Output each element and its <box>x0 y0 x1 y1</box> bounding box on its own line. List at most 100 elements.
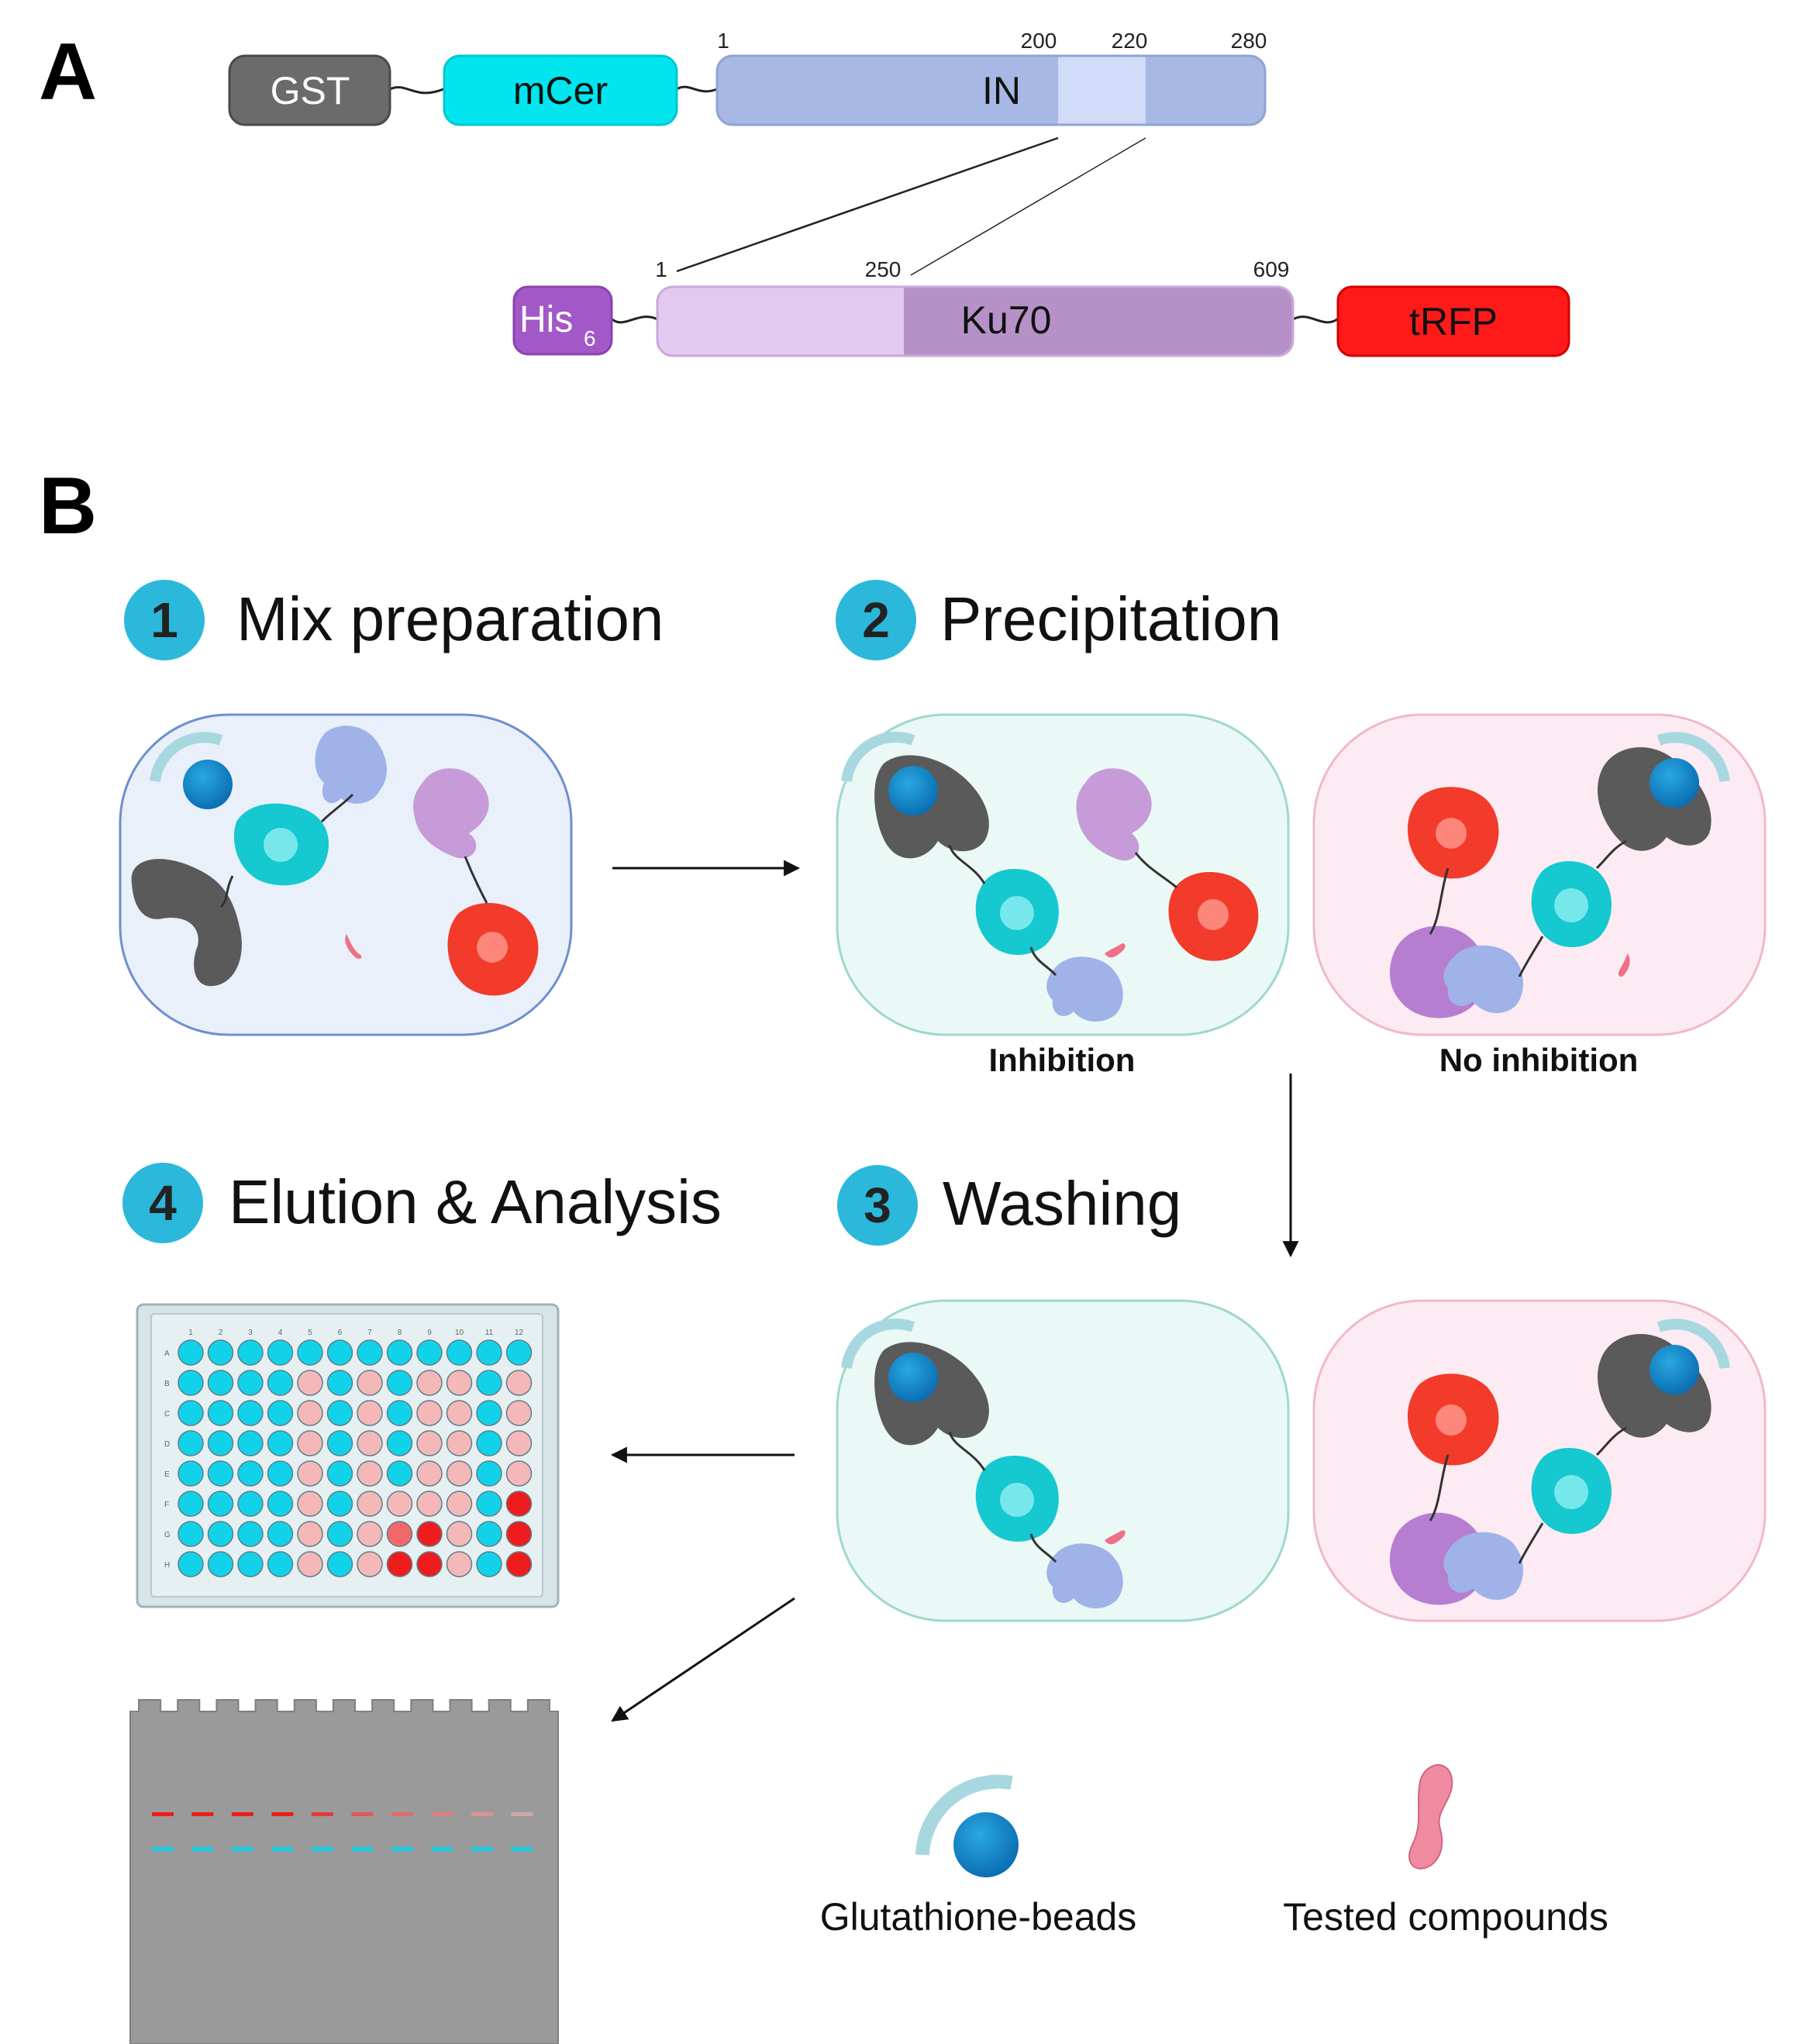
plate-column-label: 9 <box>427 1329 432 1337</box>
tether <box>1595 1426 1627 1456</box>
glutathione-arc-icon <box>841 1318 915 1370</box>
ku70-binding-region <box>904 288 1277 355</box>
plate-row-label: C <box>164 1410 170 1418</box>
mcer-band <box>191 1847 214 1851</box>
plate-well <box>237 1339 264 1366</box>
trfp-band <box>391 1812 413 1816</box>
plate-well <box>178 1521 204 1547</box>
trfp-band <box>471 1812 493 1816</box>
plate-well <box>326 1551 353 1577</box>
step-4-heading: 4 Elution & Analysis <box>122 1163 722 1243</box>
plate-well <box>207 1400 234 1426</box>
plate-well <box>267 1521 294 1547</box>
plate-well <box>326 1521 353 1547</box>
tether <box>219 875 234 908</box>
step-title: Washing <box>943 1169 1181 1238</box>
linker <box>389 86 444 95</box>
plate-well <box>446 1460 473 1487</box>
mcer-core <box>1000 896 1034 930</box>
top-construct: GST mCer IN 1 200 220 280 <box>228 29 1267 126</box>
step-number: 3 <box>864 1177 891 1233</box>
interaction-connector <box>910 137 1146 276</box>
step-3-heading: 3 Washing <box>837 1165 1181 1246</box>
plate-well <box>297 1521 323 1547</box>
plate-well <box>357 1400 383 1426</box>
plate-well <box>416 1521 443 1547</box>
linker <box>1292 315 1338 324</box>
plate-well <box>386 1460 413 1487</box>
compound-icon <box>1408 1763 1453 1870</box>
plate-well <box>297 1491 323 1517</box>
mcer-band <box>152 1847 174 1851</box>
ku70-tick-1: 1 <box>655 257 667 281</box>
ku70-label: Ku70 <box>961 298 1052 342</box>
mcer-core <box>1554 888 1588 922</box>
plate-well <box>237 1491 264 1517</box>
plate-well <box>446 1430 473 1456</box>
plate-column-label: 10 <box>455 1329 464 1337</box>
tether <box>1134 852 1177 889</box>
plate-well <box>416 1430 443 1456</box>
glutathione-bead-icon <box>888 766 938 815</box>
washing-inhibition-box <box>836 1299 1290 1622</box>
trfp-label: tRFP <box>1409 300 1498 343</box>
trfp-core <box>1436 1405 1467 1436</box>
plate-well <box>297 1339 323 1366</box>
plate-well <box>297 1400 323 1426</box>
step-number: 2 <box>862 592 890 648</box>
plate-well <box>207 1460 234 1487</box>
plate-well <box>476 1460 502 1487</box>
step-title: Mix preparation <box>236 584 664 653</box>
plate-well <box>446 1400 473 1426</box>
plate-well <box>326 1339 353 1366</box>
plate-well <box>297 1430 323 1456</box>
mcer-domain <box>443 54 678 126</box>
plate-well <box>446 1370 473 1396</box>
plate-well <box>476 1491 502 1517</box>
in-protein-icon <box>1443 945 1524 1014</box>
plate-well <box>476 1430 502 1456</box>
plate-well <box>357 1460 383 1487</box>
plate-well <box>386 1551 413 1577</box>
plate-well <box>237 1521 264 1547</box>
plate-well <box>416 1460 443 1487</box>
plate-well <box>326 1491 353 1517</box>
tether <box>948 1431 986 1471</box>
plate-well <box>505 1460 533 1487</box>
gst-domain <box>228 54 391 126</box>
plate-well <box>357 1551 383 1577</box>
plate-wells <box>178 1339 533 1577</box>
plate-row-label: D <box>164 1440 170 1449</box>
plate-well <box>207 1339 234 1366</box>
in-protein-icon <box>1046 1543 1123 1609</box>
step-number: 1 <box>150 592 178 648</box>
his-tag <box>512 285 613 356</box>
plate-row-label: A <box>164 1349 170 1358</box>
plate-well <box>416 1339 443 1366</box>
mcer-core <box>1000 1483 1034 1517</box>
mcer-core <box>1554 1475 1588 1509</box>
tether <box>1429 1454 1450 1522</box>
step-title: Precipitation <box>940 584 1281 653</box>
plate-well <box>237 1370 264 1396</box>
step-number-badge <box>122 1163 203 1243</box>
ku70-protein-icon <box>1076 768 1152 861</box>
plate-well <box>505 1491 533 1517</box>
plate-well <box>207 1551 234 1577</box>
plate-well <box>297 1370 323 1396</box>
his-label-text: His <box>519 299 573 340</box>
plate-well <box>476 1400 502 1426</box>
glutathione-bead-icon <box>888 1353 938 1402</box>
compound-icon <box>345 934 362 959</box>
step-1-heading: 1 Mix preparation <box>124 580 664 660</box>
plate-column-label: 5 <box>308 1329 312 1337</box>
trfp-band <box>312 1812 333 1816</box>
tether <box>1029 1533 1057 1563</box>
plate-well <box>386 1370 413 1396</box>
trfp-band <box>191 1812 214 1816</box>
plate-well <box>178 1491 204 1517</box>
plate-well <box>446 1551 473 1577</box>
tether <box>1518 936 1544 977</box>
plate-well <box>267 1491 294 1517</box>
plate-well <box>446 1521 473 1547</box>
